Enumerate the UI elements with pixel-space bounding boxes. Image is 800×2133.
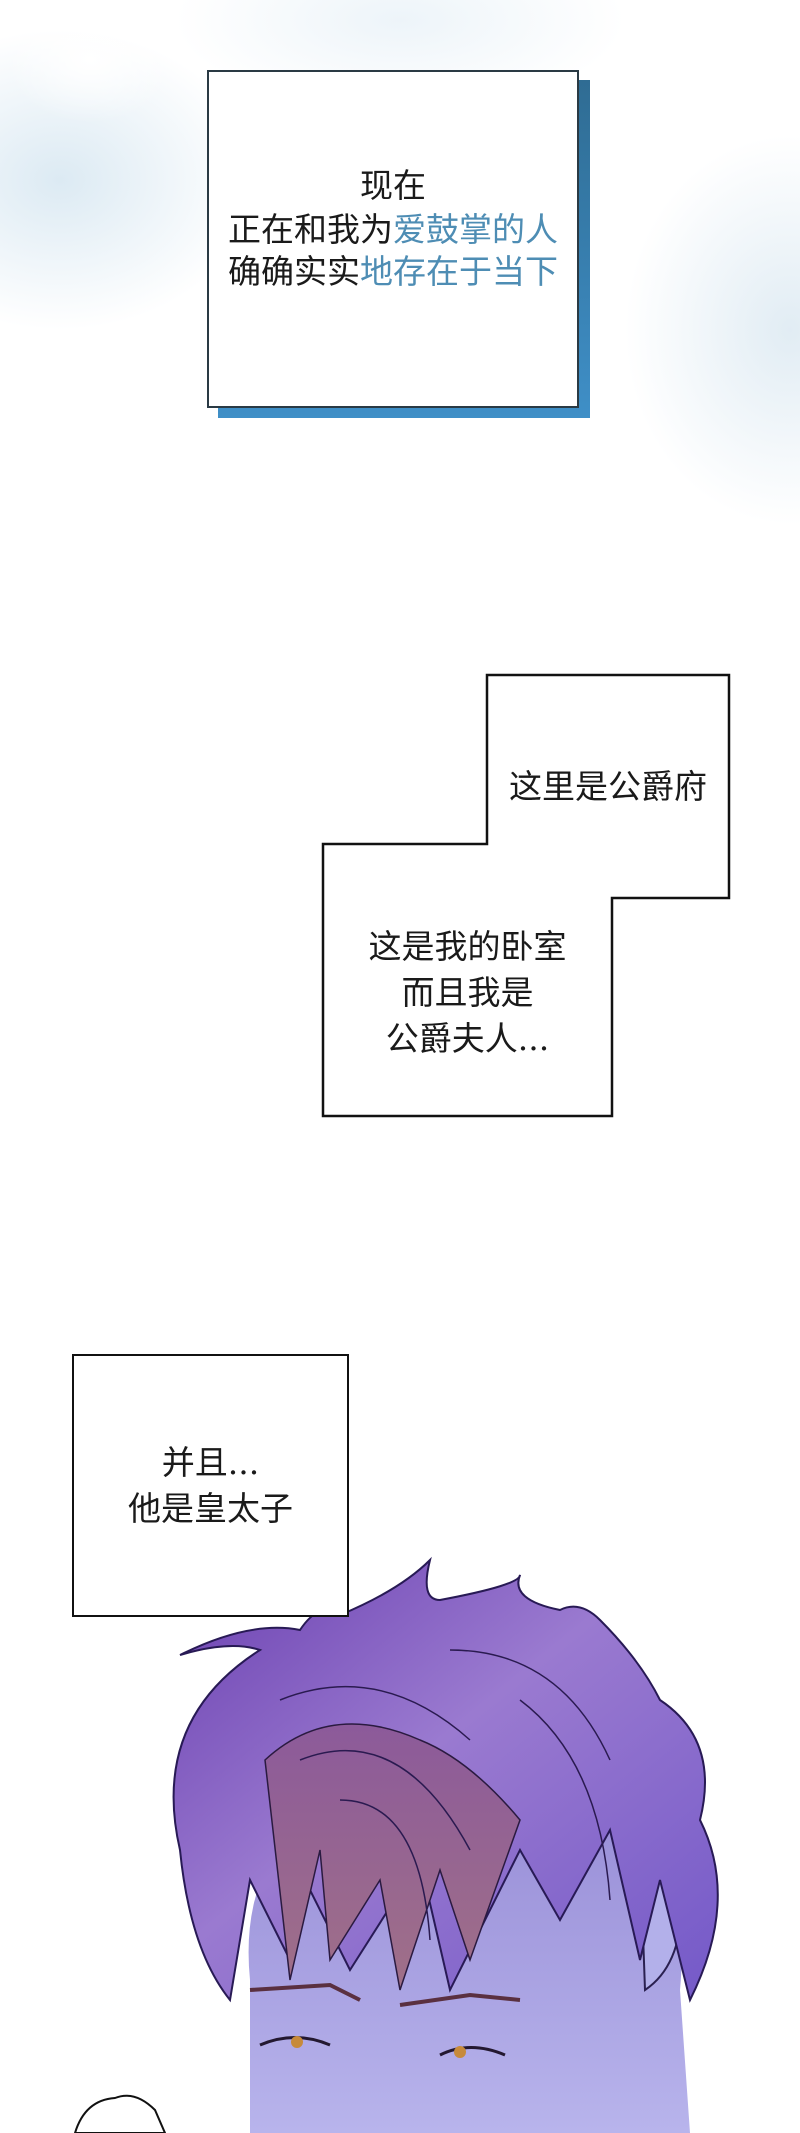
caption-4-line-2: 他是皇太子 bbox=[128, 1489, 293, 1528]
caption-1-line-3-dark: 确确实实 bbox=[228, 252, 360, 291]
caption-3-line-3: 公爵夫人... bbox=[385, 1019, 550, 1058]
caption-box-2-3-outline bbox=[321, 673, 731, 1118]
caption-3-line-1: 这是我的卧室 bbox=[368, 927, 567, 966]
caption-1-line-3-blue: 地存在于当下 bbox=[360, 252, 558, 291]
caption-1-line-3: 确确实实地存在于当下 bbox=[209, 251, 577, 293]
right-eye bbox=[439, 2046, 506, 2057]
caption-box-1: 现在 正在和我为爱鼓掌的人 确确实实地存在于当下 bbox=[207, 70, 579, 408]
caption-1-line-2-dark: 正在和我为 bbox=[228, 210, 393, 249]
caption-1-line-2: 正在和我为爱鼓掌的人 bbox=[209, 209, 577, 251]
caption-1-line-2-blue: 爱鼓掌的人 bbox=[393, 210, 558, 249]
caption-4-line-1: 并且... bbox=[161, 1443, 260, 1482]
caption-box-4: 并且... 他是皇太子 bbox=[72, 1354, 349, 1617]
speech-bubble-fragment bbox=[73, 2094, 167, 2133]
caption-1-line-1: 现在 bbox=[360, 166, 426, 205]
caption-2-line-1: 这里是公爵府 bbox=[509, 767, 707, 806]
caption-3-line-2: 而且我是 bbox=[401, 973, 534, 1012]
